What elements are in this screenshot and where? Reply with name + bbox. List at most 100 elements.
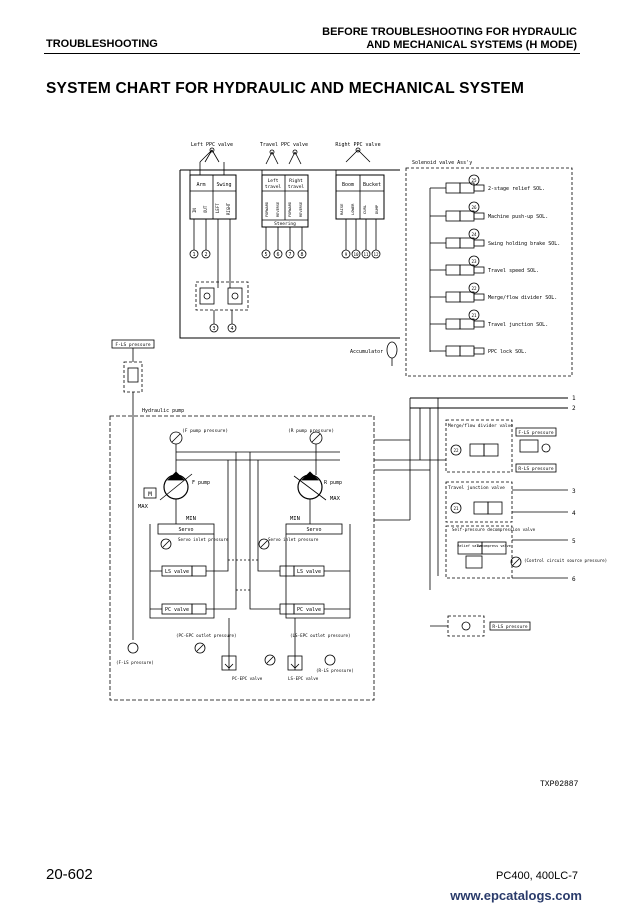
svg-text:PC valve: PC valve	[165, 607, 189, 613]
svg-text:MIN: MIN	[186, 516, 196, 522]
svg-text:Left: Left	[268, 178, 279, 184]
shuttle-valves: 3 4	[195, 281, 249, 333]
svg-text:IN: IN	[192, 208, 197, 213]
svg-text:(R pump pressure): (R pump pressure)	[288, 428, 334, 434]
svg-text:DUMP: DUMP	[374, 204, 379, 214]
svg-text:3: 3	[572, 488, 576, 495]
svg-text:22: 22	[453, 448, 459, 453]
page-number: 20-602	[46, 866, 93, 883]
svg-text:Travel PPC valve: Travel PPC valve	[260, 142, 308, 148]
svg-text:F-LS pressure: F-LS pressure	[518, 430, 554, 436]
svg-text:Relief valve: Relief valve	[457, 544, 482, 548]
svg-text:Decompress valve: Decompress valve	[477, 544, 511, 548]
svg-text:Boom: Boom	[342, 182, 354, 188]
page-title: SYSTEM CHART FOR HYDRAULIC AND MECHANICA…	[46, 80, 525, 97]
svg-text:Travel speed SOL.: Travel speed SOL.	[488, 268, 539, 274]
merge-flow-divider-valve: Merge/flow divider valve 22 F-LS pressur…	[445, 419, 557, 473]
svg-text:21: 21	[471, 313, 477, 318]
svg-text:RAISE: RAISE	[339, 203, 344, 215]
svg-text:Solenoid valve Ass'y: Solenoid valve Ass'y	[412, 160, 472, 166]
svg-text:6: 6	[572, 576, 576, 583]
svg-text:travel: travel	[265, 184, 282, 190]
svg-text:R-LS pressure: R-LS pressure	[518, 466, 554, 472]
svg-text:M: M	[148, 491, 152, 498]
svg-text:Machine push-up SOL.: Machine push-up SOL.	[488, 214, 548, 220]
section-header: TROUBLESHOOTING	[46, 38, 158, 50]
svg-text:LS valve: LS valve	[165, 569, 189, 575]
left-ppc-valve: Left PPC valve Arm Swing IN OUT LEFT RIG…	[189, 142, 237, 283]
svg-text:(F pump pressure): (F pump pressure)	[182, 428, 228, 434]
svg-text:Servo: Servo	[306, 527, 321, 533]
svg-text:Merge/flow divider SOL.: Merge/flow divider SOL.	[488, 295, 557, 301]
svg-text:(Control circuit source pressu: (Control circuit source pressure)	[524, 558, 607, 563]
svg-text:8: 8	[300, 252, 303, 258]
travel-junction-valve: Travel junction valve 21	[445, 481, 513, 523]
svg-text:CURL: CURL	[362, 204, 367, 214]
svg-text:12: 12	[373, 252, 379, 257]
solenoid-row-24: 24 Swing holding brake SOL.	[430, 228, 560, 249]
svg-text:LEFT: LEFT	[215, 203, 220, 213]
svg-text:PC valve: PC valve	[297, 607, 321, 613]
svg-text:R pump: R pump	[324, 480, 342, 486]
svg-text:11: 11	[363, 252, 369, 257]
hydraulic-pump-area: Hydraulic pump (F pump pressure) (R pump…	[109, 408, 375, 701]
svg-text:Hydraulic pump: Hydraulic pump	[142, 408, 184, 414]
svg-text:F-LS pressure: F-LS pressure	[115, 342, 151, 348]
svg-text:REVERSE: REVERSE	[299, 202, 303, 217]
self-pressure-decompression-valve: Self-pressure decompression valve Relief…	[445, 525, 607, 579]
svg-text:Right: Right	[289, 178, 303, 184]
figure-id: TXP02887	[540, 780, 579, 789]
header-rule	[44, 53, 580, 54]
model-name: PC400, 400LC-7	[496, 870, 578, 882]
svg-text:(F-LS pressure): (F-LS pressure)	[116, 660, 154, 665]
svg-text:LS valve: LS valve	[297, 569, 321, 575]
svg-text:F pump: F pump	[192, 480, 210, 486]
svg-text:24: 24	[471, 232, 477, 237]
svg-text:1: 1	[572, 395, 576, 402]
svg-text:23: 23	[471, 259, 477, 264]
svg-text:RIGHT: RIGHT	[226, 202, 231, 215]
svg-text:Accumulator: Accumulator	[350, 349, 383, 355]
svg-text:REVERSE: REVERSE	[276, 202, 280, 217]
right-ppc-valve: Right PPC valve Boom Bucket RAISE LOWER …	[335, 142, 385, 259]
svg-text:4: 4	[572, 510, 576, 517]
solenoid-row-25: 25 2-stage relief SOL.	[430, 174, 545, 194]
svg-text:LOWER: LOWER	[350, 203, 355, 215]
right-line-numbers: 1 2 3 4 5 6	[572, 395, 576, 583]
svg-text:22: 22	[471, 286, 477, 291]
svg-text:3: 3	[212, 326, 215, 332]
svg-text:6: 6	[276, 252, 279, 258]
svg-text:PPC lock SOL.: PPC lock SOL.	[488, 349, 527, 355]
svg-text:Servo inlet pressure: Servo inlet pressure	[268, 537, 319, 542]
svg-text:Self-pressure decompression va: Self-pressure decompression valve	[452, 527, 536, 532]
svg-text:9: 9	[345, 252, 348, 257]
svg-text:OUT: OUT	[203, 205, 208, 213]
f-ls-pressure-top: F-LS pressure	[111, 339, 155, 654]
svg-text:Servo inlet pressure: Servo inlet pressure	[178, 537, 229, 542]
svg-text:MIN: MIN	[290, 516, 300, 522]
svg-text:R-LS pressure: R-LS pressure	[492, 624, 528, 630]
svg-text:5: 5	[264, 252, 267, 258]
svg-text:(LS-EPC outlet pressure): (LS-EPC outlet pressure)	[290, 633, 351, 638]
solenoid-row-22: 22 Merge/flow divider SOL.	[430, 282, 557, 303]
svg-text:10: 10	[353, 252, 359, 257]
svg-text:MAX: MAX	[330, 496, 341, 502]
svg-text:25: 25	[471, 178, 477, 183]
svg-text:FORWARD: FORWARD	[265, 202, 269, 217]
svg-text:Swing holding brake SOL.: Swing holding brake SOL.	[488, 241, 560, 247]
svg-text:PC-EPC valve: PC-EPC valve	[232, 676, 263, 681]
svg-text:5: 5	[572, 538, 576, 545]
solenoid-valve-assy: Solenoid valve Ass'y 25 2-stage relief S…	[405, 160, 573, 377]
svg-text:7: 7	[288, 252, 291, 258]
chapter-header: BEFORE TROUBLESHOOTING FOR HYDRAULIC AND…	[322, 26, 577, 52]
chapter-header-line2: AND MECHANICAL SYSTEMS (H MODE)	[366, 39, 577, 51]
solenoid-row-23: 23 Travel speed SOL.	[430, 255, 539, 276]
solenoid-row-26: 26 Machine push-up SOL.	[430, 201, 548, 222]
left-ppc-label: Left PPC valve	[191, 142, 233, 148]
svg-text:Servo: Servo	[178, 527, 193, 533]
svg-text:Arm: Arm	[196, 182, 205, 188]
svg-text:FORWARD: FORWARD	[288, 202, 292, 217]
svg-text:travel: travel	[288, 184, 305, 190]
svg-text:Right PPC valve: Right PPC valve	[335, 142, 380, 148]
